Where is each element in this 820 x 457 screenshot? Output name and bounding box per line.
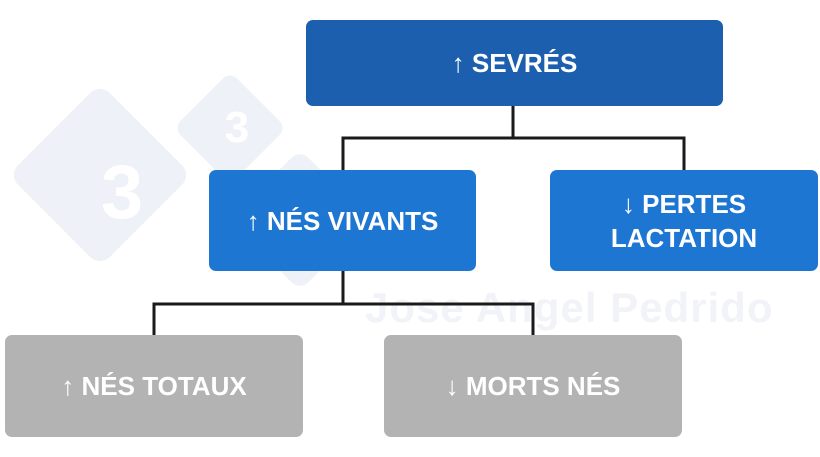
node-nes-vivants: ↑ NÉS VIVANTS: [209, 170, 476, 271]
node-pertes-lactation-label: ↓ PERTES LACTATION: [610, 188, 758, 253]
node-nes-vivants-label: ↑ NÉS VIVANTS: [246, 205, 439, 236]
node-sevres-label: ↑ SEVRÉS: [451, 48, 578, 78]
node-morts-nes: ↓ MORTS NÉS: [384, 335, 682, 437]
node-sevres: ↑ SEVRÉS: [306, 20, 723, 106]
watermark-digit-large: 3: [101, 150, 143, 235]
node-pertes-lactation: ↓ PERTES LACTATION: [550, 170, 818, 271]
watermark-text: Jose Angel Pedrido: [365, 284, 774, 331]
node-nes-totaux-label: ↑ NÉS TOTAUX: [61, 371, 247, 401]
watermark-digit-small: 3: [225, 103, 249, 152]
node-nes-totaux: ↑ NÉS TOTAUX: [5, 335, 303, 437]
node-morts-nes-label: ↓ MORTS NÉS: [445, 371, 621, 401]
